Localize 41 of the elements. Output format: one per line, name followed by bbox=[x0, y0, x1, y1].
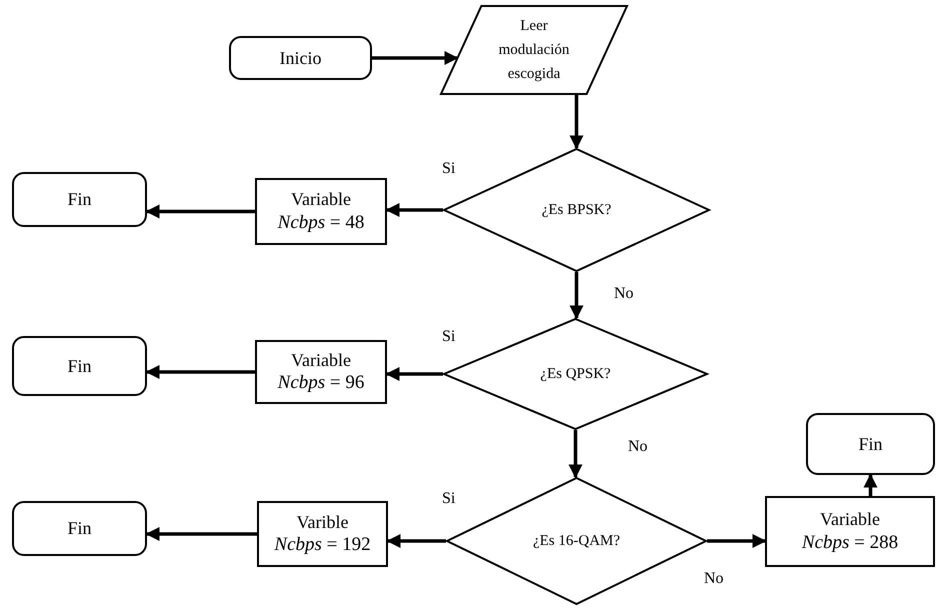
arrow bbox=[707, 534, 766, 548]
process-box bbox=[765, 496, 935, 567]
node-text: Leer modulación escogida bbox=[498, 17, 570, 84]
node-text: Inicio bbox=[280, 46, 322, 70]
arrow bbox=[864, 474, 878, 496]
node-text: Fin bbox=[67, 517, 92, 540]
node-text: Ncbps = 96 bbox=[278, 371, 364, 396]
arrow bbox=[386, 534, 446, 548]
node-text: Varible bbox=[296, 510, 348, 534]
node-text: ¿Es BPSK? bbox=[540, 200, 612, 220]
process-box bbox=[257, 501, 388, 567]
arrow bbox=[146, 365, 255, 379]
node-text: Variable bbox=[291, 188, 351, 211]
decision-diamond bbox=[443, 318, 708, 430]
arrow bbox=[568, 430, 582, 478]
terminal-box bbox=[806, 413, 935, 475]
process-box bbox=[255, 178, 387, 245]
node-text: Variable bbox=[820, 508, 880, 531]
arrow bbox=[372, 51, 458, 65]
decision-diamond bbox=[443, 148, 710, 272]
node-text: ¿Es 16-QAM? bbox=[532, 532, 622, 550]
node-text: Fin bbox=[858, 432, 882, 456]
node-text: Variable bbox=[291, 348, 351, 372]
arrow bbox=[570, 272, 584, 320]
node-text: Fin bbox=[67, 188, 92, 211]
terminal-box bbox=[12, 336, 147, 396]
process-box bbox=[255, 340, 387, 404]
arrow bbox=[146, 204, 255, 218]
terminal-box bbox=[12, 501, 147, 556]
arrow bbox=[570, 95, 584, 150]
node-text: ¿Es QPSK? bbox=[539, 364, 612, 384]
node-text: Ncbps = 192 bbox=[274, 533, 371, 558]
terminal-box bbox=[229, 36, 372, 80]
terminal-box bbox=[12, 172, 147, 227]
arrow bbox=[146, 527, 257, 541]
node-text: Ncbps = 48 bbox=[278, 210, 364, 235]
arrow bbox=[386, 203, 443, 217]
arrow bbox=[386, 367, 443, 381]
node-text: Fin bbox=[67, 354, 92, 378]
input-parallelogram bbox=[440, 5, 628, 95]
node-text: Ncbps = 288 bbox=[802, 530, 898, 555]
